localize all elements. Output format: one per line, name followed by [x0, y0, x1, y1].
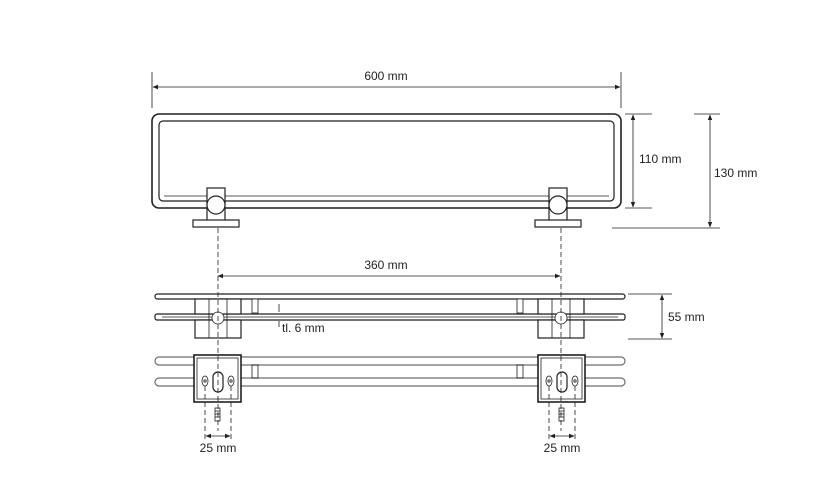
dimension-600: 600 mm — [151, 69, 622, 108]
dimension-label-25-left: 25 mm — [200, 441, 237, 455]
dimension-360: 360 mm — [217, 258, 561, 279]
glass-shelf — [154, 313, 626, 321]
shelf-front-inner — [158, 120, 615, 202]
dimension-25-left: 25 mm — [200, 386, 237, 455]
dimension-110: 110 mm — [625, 113, 681, 209]
dimension-25-right: 25 mm — [544, 386, 581, 455]
dimension-label-360: 360 mm — [364, 258, 407, 272]
dimension-label-600: 600 mm — [364, 69, 407, 83]
shelf-front-outer — [151, 113, 622, 209]
dimension-label-55: 55 mm — [668, 310, 705, 324]
glass-top-bar — [154, 293, 626, 300]
bottom-rail-bottom — [154, 377, 626, 387]
dimension-label-110: 110 mm — [639, 152, 681, 166]
dimension-label-130: 130 mm — [714, 166, 757, 180]
front-bracket-left — [192, 187, 240, 228]
bottom-view: 25 mm 25 mm — [154, 354, 626, 455]
mount-plate-left — [193, 354, 242, 422]
dimension-130: 130 mm — [612, 113, 757, 229]
bottom-rail-top — [154, 356, 626, 366]
front-bracket-right — [534, 187, 582, 228]
glass-thickness-label: tl. 6 mm — [282, 321, 325, 335]
dimension-label-25-right: 25 mm — [544, 441, 581, 455]
glass-thickness-note: tl. 6 mm — [278, 304, 325, 335]
mid-clamp-right — [537, 298, 585, 339]
dimension-55: 55 mm — [628, 293, 705, 340]
mount-plate-right — [537, 354, 586, 422]
middle-view: 360 mm tl. 6 mm — [154, 258, 705, 340]
front-view: 600 mm 110 mm 130 mm — [151, 69, 757, 229]
center-lines — [217, 228, 562, 431]
